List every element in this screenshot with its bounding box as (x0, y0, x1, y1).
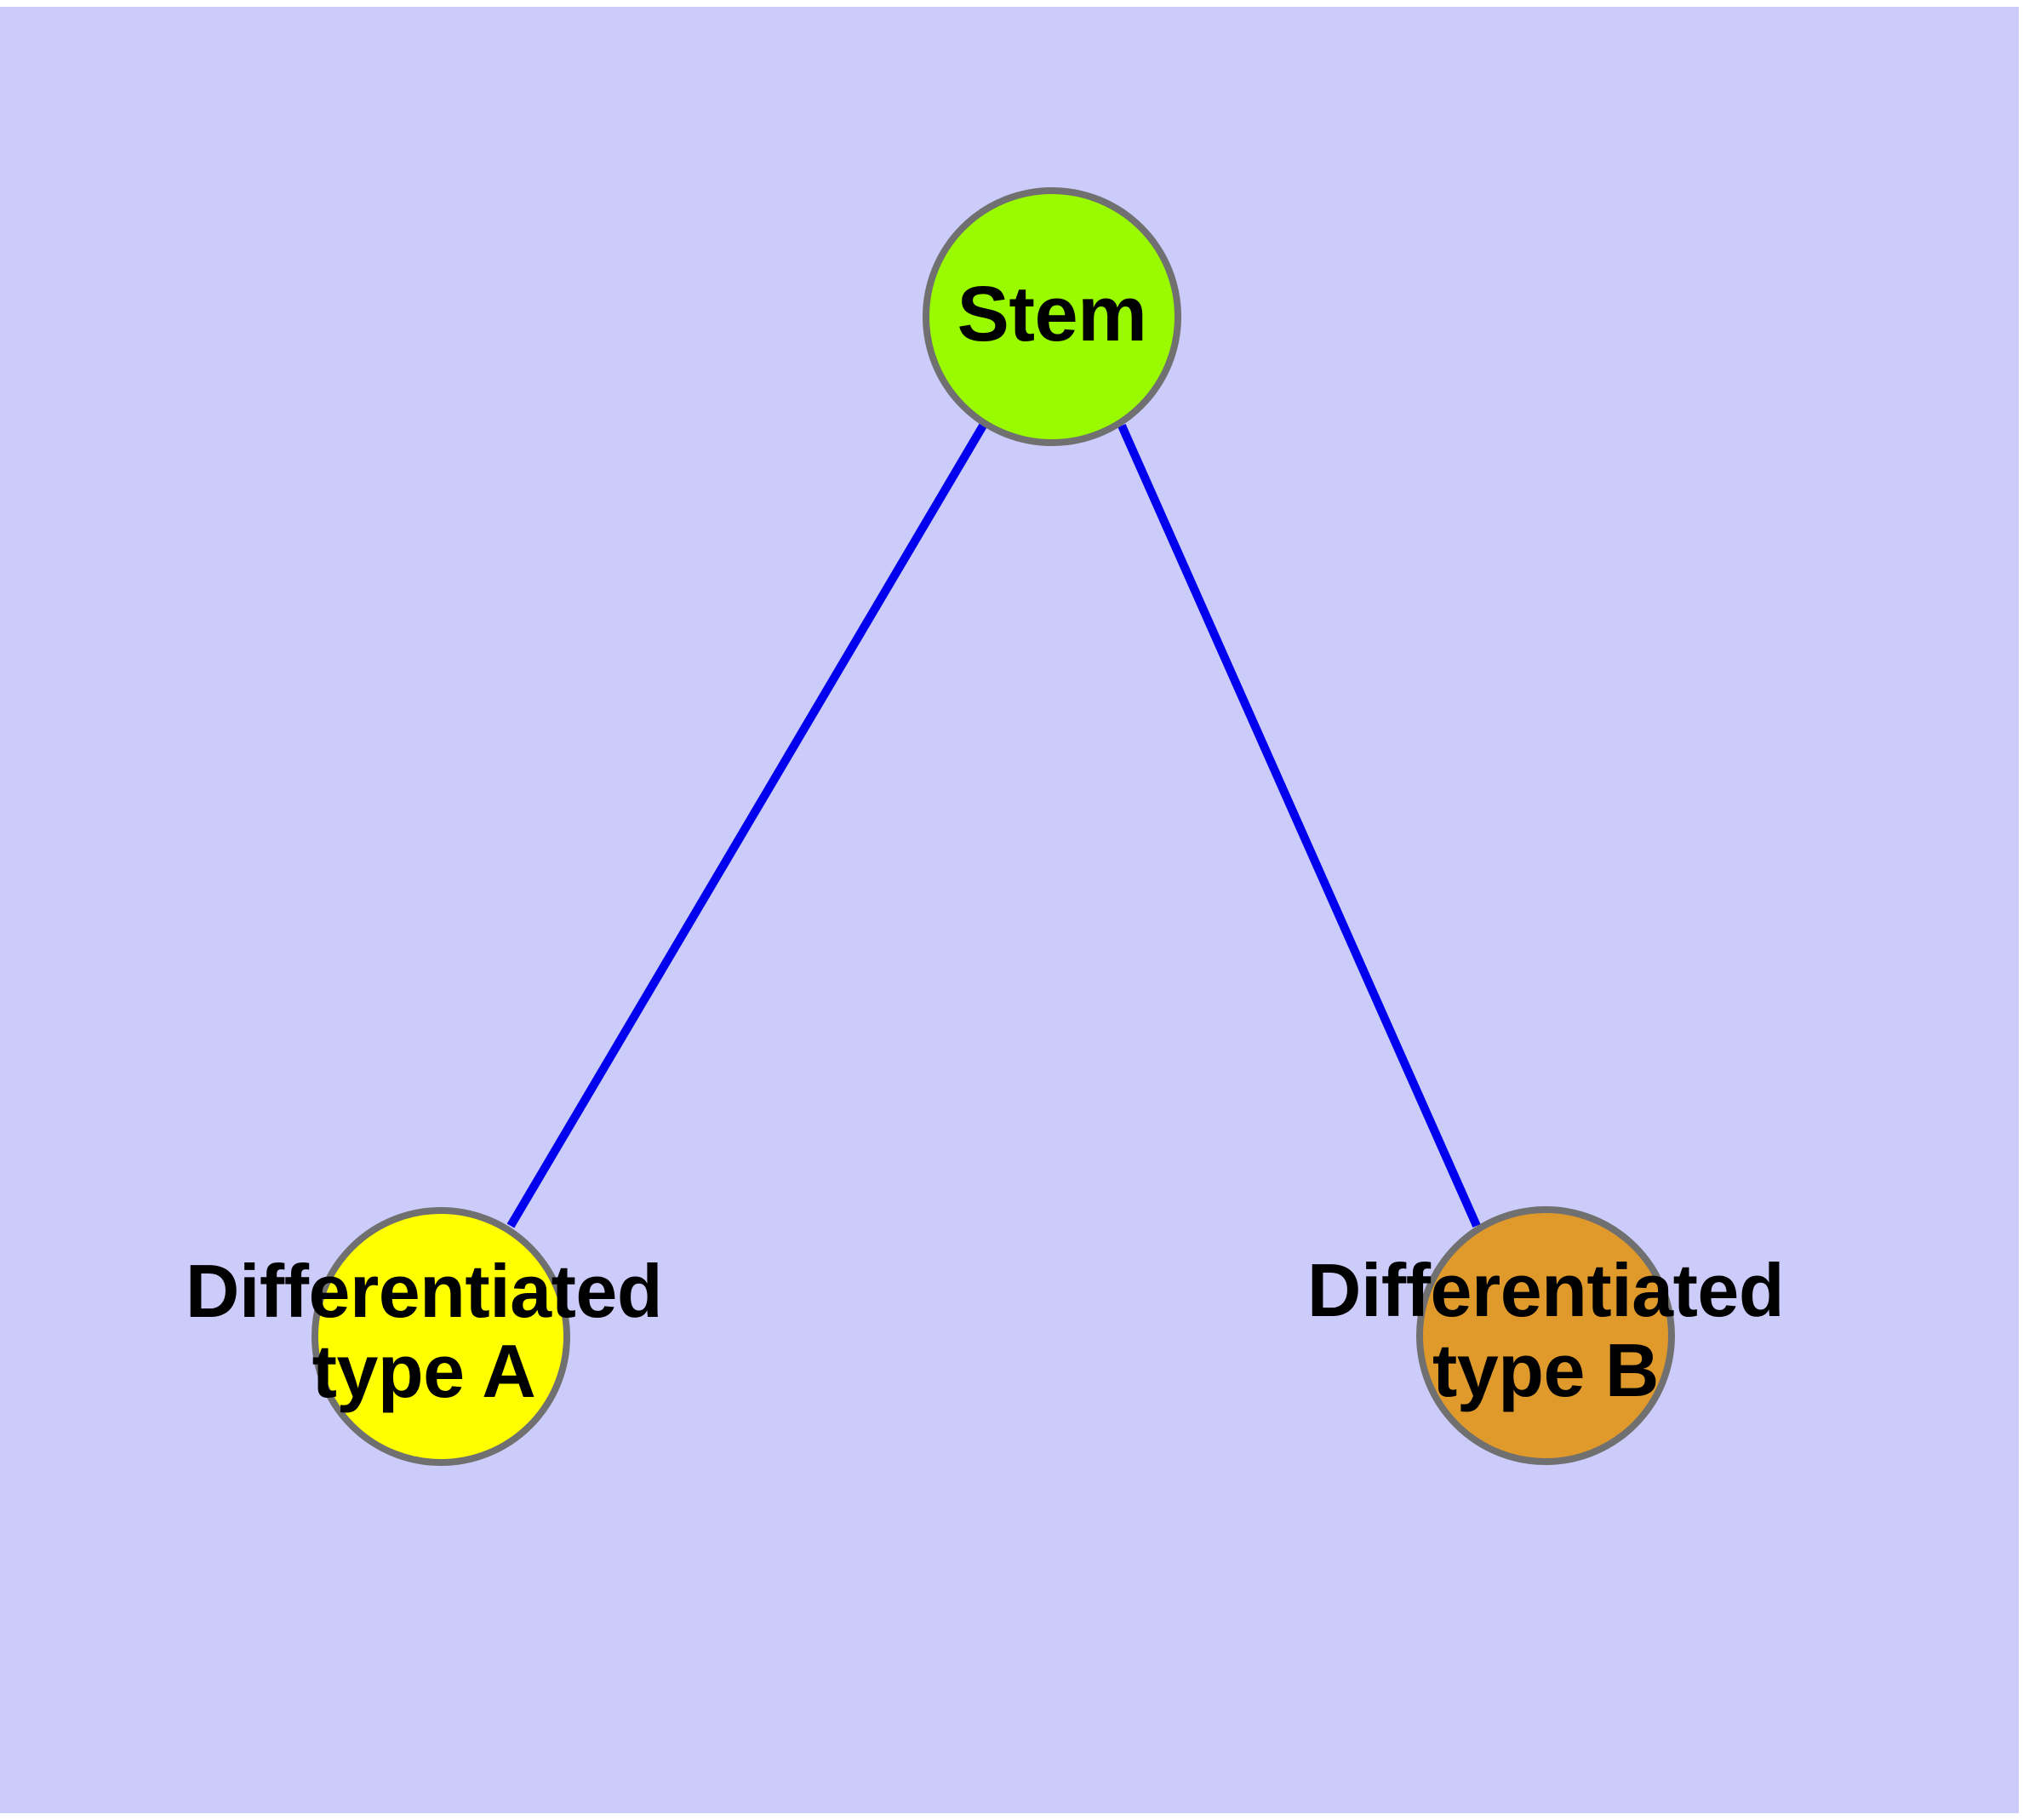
edge-stem-to-differentiated-type-a (506, 423, 987, 1228)
node-stem[interactable] (923, 187, 1181, 446)
node-differentiated-type-b[interactable] (1416, 1206, 1675, 1465)
node-differentiated-type-a[interactable] (311, 1207, 570, 1466)
edge-stem-to-differentiated-type-b (1117, 423, 1481, 1228)
